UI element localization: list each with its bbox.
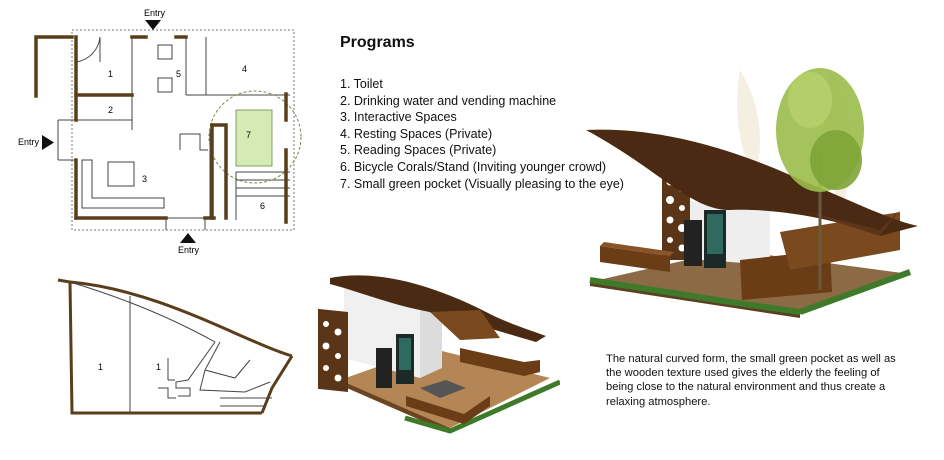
programs-title: Programs (340, 34, 415, 51)
entry-left-label: Entry (18, 137, 40, 147)
program-item-resting: 4. Resting Spaces (Private) (340, 126, 493, 141)
interior-hedge (404, 379, 560, 434)
roof-canopy (586, 129, 918, 236)
green-pocket-circle (208, 90, 302, 184)
program-item-toilet: 1. Toilet (340, 77, 383, 91)
interior-water-dispenser (376, 348, 392, 388)
entry-top-label: Entry (144, 8, 166, 18)
interior-perforated-screen (318, 308, 348, 392)
room-label-2: 2 (108, 105, 113, 115)
green-pocket (235, 109, 273, 167)
render-caption: The natural curved form, the small green… (606, 353, 896, 408)
interior-table (420, 380, 466, 398)
program-item-bicycle: 6. Bicycle Corals/Stand (Inviting younge… (340, 159, 607, 174)
program-item-reading: 5. Reading Spaces (Private) (340, 143, 497, 158)
room-label-7: 7 (246, 130, 251, 140)
render-pavilion-interior (318, 275, 560, 434)
water-dispenser (684, 220, 702, 266)
room-label-5: 5 (176, 69, 181, 79)
hedge-front (589, 277, 801, 315)
room-label-3: 3 (142, 174, 147, 184)
floor-plan: 1 2 3 4 5 6 7 Entry Entry Entry (18, 8, 302, 255)
bench-left (600, 246, 670, 272)
room-label-4: 4 (242, 64, 247, 74)
site-boundary (71, 29, 295, 231)
entry-top-arrow-icon (145, 20, 161, 30)
entry-bottom-label: Entry (178, 245, 200, 255)
exterior-walls (34, 35, 288, 224)
entry-bottom-arrow-icon (180, 233, 196, 243)
programs-list: 1. Toilet 2. Drinking water and vending … (340, 76, 624, 192)
interior-bench-back (460, 348, 540, 376)
room-label-6: 6 (260, 201, 265, 211)
section-label-1-left: 1 (98, 362, 103, 372)
room-label-1: 1 (108, 69, 113, 79)
curved-section-plan: 1 1 (57, 278, 294, 415)
interior-roof (330, 275, 546, 342)
interior-bench-front (406, 396, 490, 424)
section-label-1-right: 1 (156, 362, 161, 372)
interior-walls (57, 36, 290, 230)
program-item-interactive: 3. Interactive Spaces (340, 110, 457, 125)
program-item-green-pocket: 7. Small green pocket (Visually pleasing… (340, 176, 624, 191)
section-roof-curve (69, 280, 293, 358)
entry-left-arrow-icon (42, 135, 54, 150)
render-pavilion-large (586, 68, 918, 318)
program-item-drinking-water: 2. Drinking water and vending machine (340, 93, 557, 108)
